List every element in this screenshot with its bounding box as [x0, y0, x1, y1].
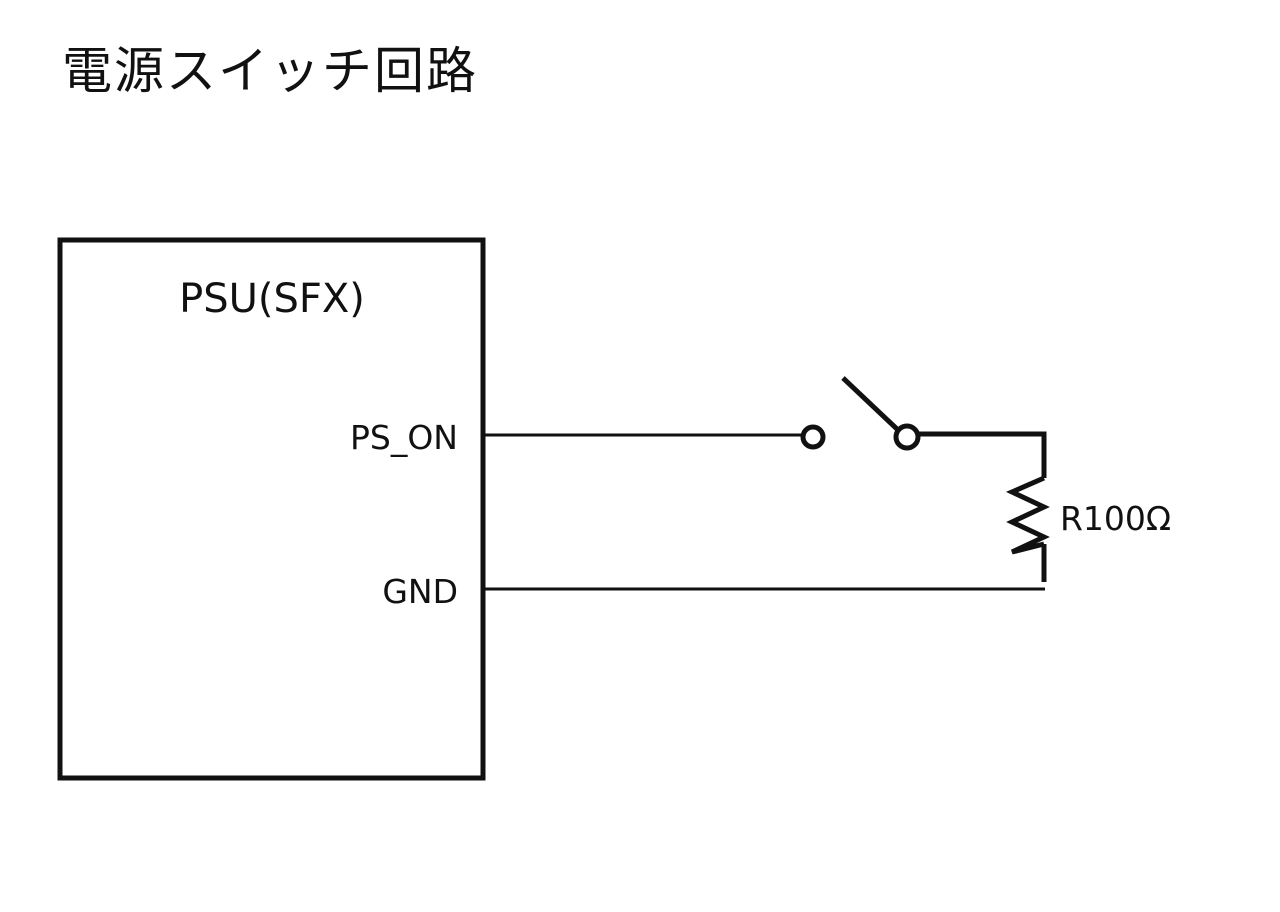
switch-terminal-left [800, 424, 826, 450]
switch-terminal-right [893, 423, 921, 451]
pin-label-ps-on: PS_ON [350, 418, 458, 457]
pin-label-gnd: GND [382, 572, 458, 611]
diagram-title: 電源スイッチ回路 [62, 42, 478, 100]
switch-lever [841, 376, 900, 432]
resistor-label: R100Ω [1060, 499, 1171, 538]
psu-label: PSU(SFX) [179, 276, 365, 322]
psu-box [57, 237, 486, 781]
wire-switch-resistor [918, 431, 1047, 478]
resistor-symbol [1005, 475, 1050, 555]
